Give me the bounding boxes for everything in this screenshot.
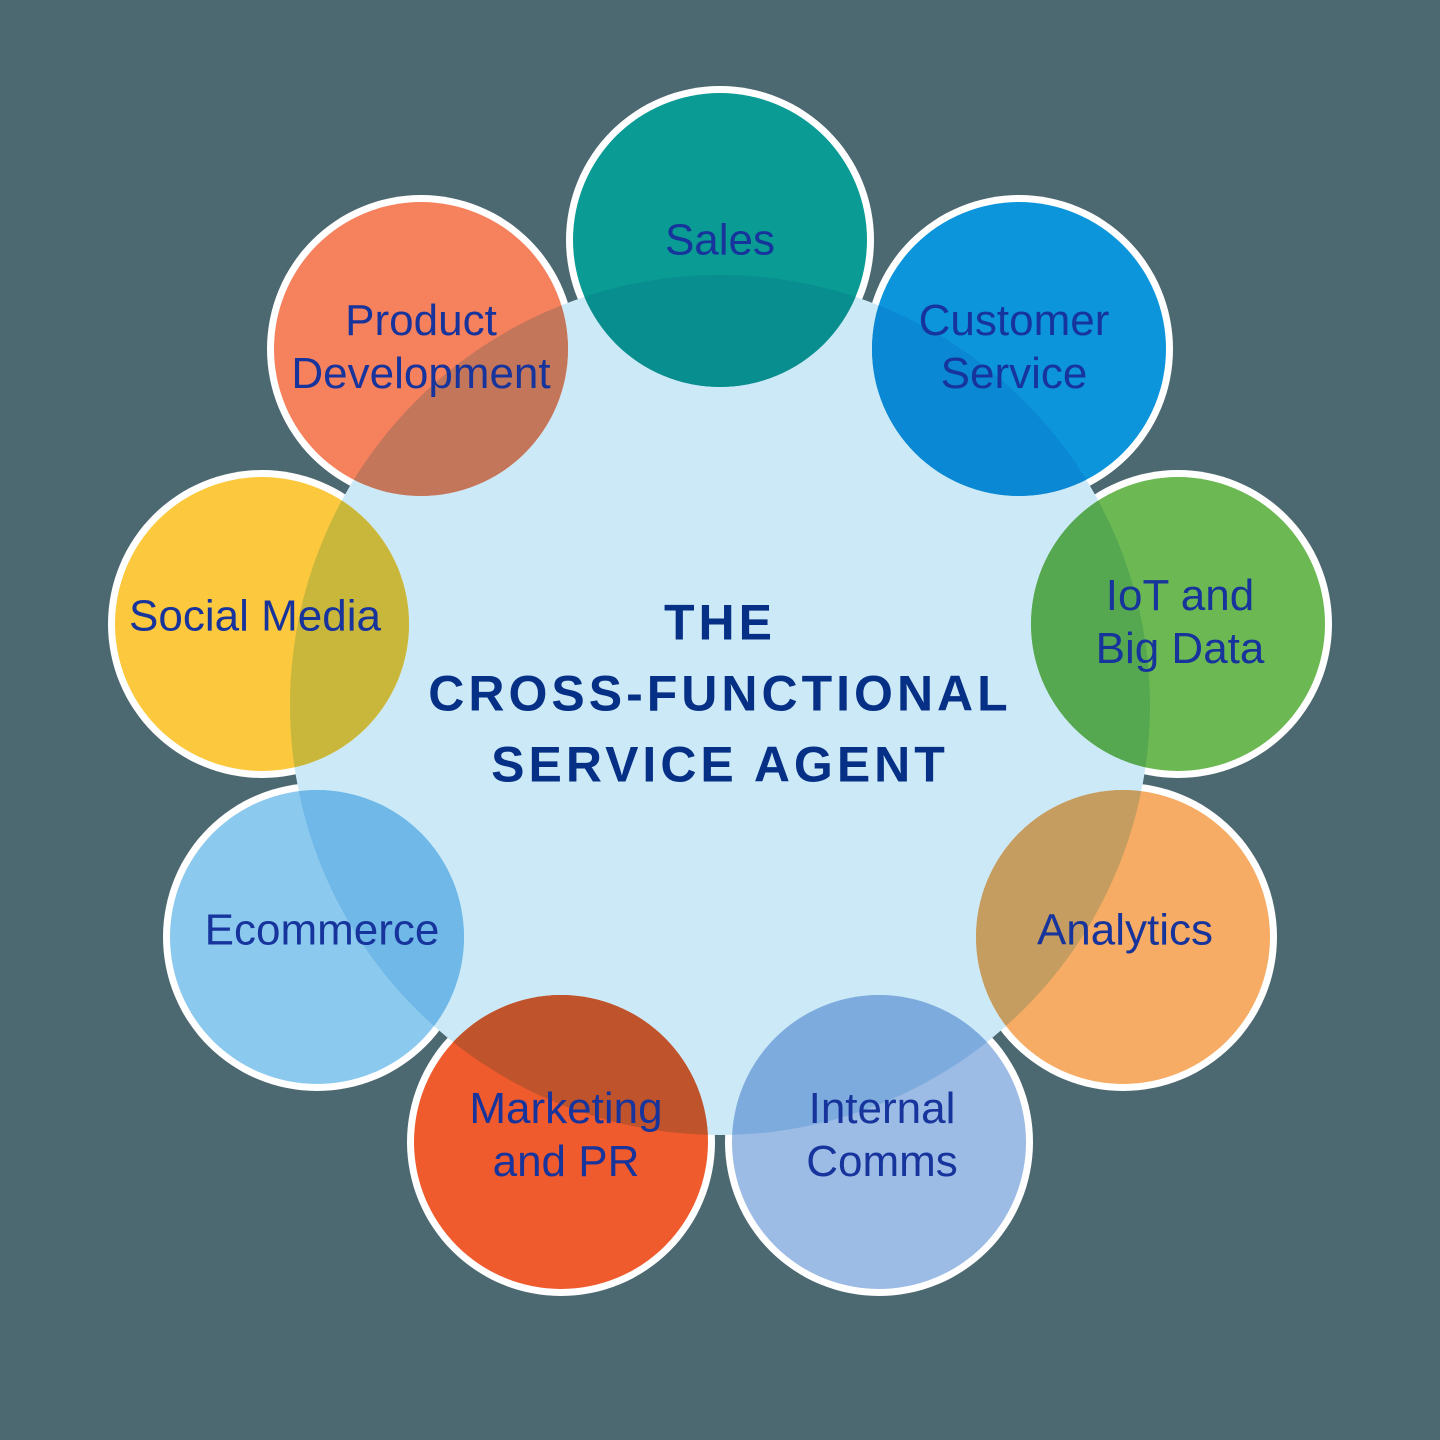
label-line: Big Data — [1095, 624, 1265, 673]
label-line: Ecommerce — [204, 905, 440, 955]
segment-overlap-social-media — [290, 477, 409, 771]
diagram-title-line: SERVICE AGENT — [491, 736, 949, 793]
circle-label-iot-and-big-data: IoT and Big Data — [1096, 569, 1265, 675]
label-line: Internal — [808, 1084, 956, 1133]
label-line: Marketing — [469, 1084, 663, 1133]
label-line: and PR — [492, 1137, 640, 1186]
circle-label-customer-service: Customer Service — [919, 294, 1110, 400]
diagram-title-line: CROSS-FUNCTIONAL — [428, 665, 1012, 722]
label-line: Sales — [664, 215, 776, 265]
label-line: Service — [940, 349, 1088, 398]
circle-label-social-media: Social Media — [129, 590, 381, 643]
segment-overlap-iot-and-big-data — [1031, 477, 1150, 771]
center-circle — [290, 275, 1150, 1135]
segment-overlap-sales — [573, 275, 867, 387]
circle-label-product-development: Product Development — [291, 294, 550, 400]
diagram-title-line: THE — [663, 594, 776, 651]
label-line: IoT and — [1105, 571, 1255, 620]
diagram-title: THE CROSS-FUNCTIONAL SERVICE AGENT — [428, 588, 1011, 801]
circle-label-analytics: Analytics — [1037, 904, 1213, 957]
label-line: Analytics — [1036, 905, 1214, 955]
circle-label-internal-comms: Internal Comms — [806, 1082, 958, 1188]
circle-label-ecommerce: Ecommerce — [205, 904, 440, 957]
label-line: Customer — [918, 296, 1110, 345]
label-line: Product — [345, 296, 497, 345]
label-line: Social Media — [129, 591, 381, 641]
circle-label-marketing-and-pr: Marketing and PR — [469, 1082, 662, 1188]
circle-label-sales: Sales — [665, 214, 775, 267]
label-line: Comms — [806, 1137, 958, 1186]
label-line: Development — [291, 349, 551, 398]
